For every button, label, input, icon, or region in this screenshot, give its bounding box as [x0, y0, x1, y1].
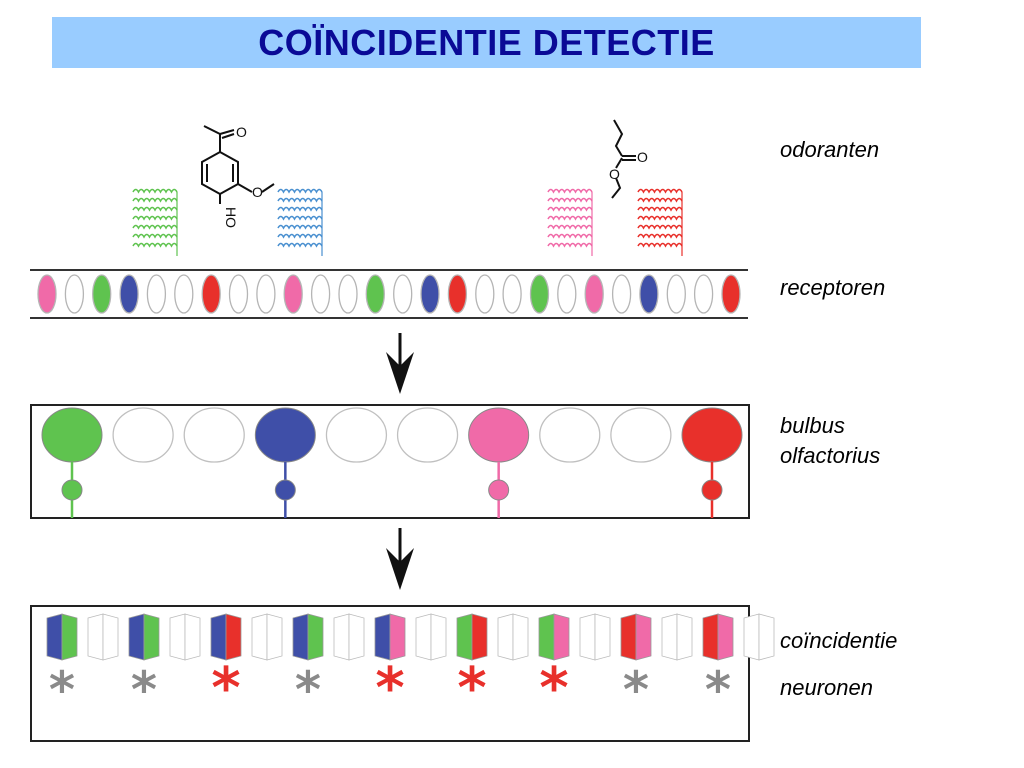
coincidence-neuron-11: [456, 613, 488, 661]
receptor-proteins: [132, 188, 683, 256]
receptor-18: [502, 274, 522, 314]
coincidence-star-2: *: [131, 661, 157, 719]
bulb-box: [30, 404, 750, 519]
coincidence-neuron-18: [743, 613, 775, 661]
receptor-3: [92, 274, 112, 314]
receptor-19: [529, 274, 550, 314]
coincidence-box: [30, 605, 750, 742]
arrow-down-2: [386, 528, 414, 590]
molecule-aromatic: [201, 125, 275, 204]
glomeruli-row: [41, 407, 743, 518]
neuron-row: * * * * * * * * *: [46, 613, 775, 721]
coincidence-neuron-17: [702, 613, 734, 661]
glomerulus-8: [539, 407, 601, 463]
coincidence-star-8: *: [623, 661, 649, 719]
title-bar: COÏNCIDENTIE DETECTIE: [52, 17, 921, 68]
coincidence-neuron-7: [292, 613, 324, 661]
page-title: COÏNCIDENTIE DETECTIE: [258, 21, 715, 63]
coincidence-neuron-10: [415, 613, 447, 661]
receptor-4: [119, 274, 139, 314]
glomerulus-7: [468, 407, 530, 518]
molecule-hydroxyl: HO: [223, 207, 239, 228]
receptor-protein-1: [132, 188, 178, 256]
receptor-row: [37, 274, 741, 314]
receptor-5: [146, 274, 167, 314]
coincidence-neuron-12: [497, 613, 529, 661]
receptor-26: [721, 274, 741, 314]
coincidence-neuron-8: [333, 613, 365, 661]
glomerulus-3: [183, 407, 245, 463]
coincidence-star-5: *: [375, 656, 404, 721]
receptor-protein-2: [277, 188, 323, 256]
molecule-oxygen-2: O: [252, 184, 263, 200]
coincidence-neuron-14: [579, 613, 611, 661]
coincidence-star-4: *: [295, 661, 321, 719]
glomerulus-6: [396, 407, 459, 463]
coincidence-star-6: *: [457, 656, 486, 721]
label-receptors: receptoren: [780, 275, 886, 300]
receptor-9: [256, 274, 276, 314]
receptor-10: [283, 274, 303, 314]
receptor-protein-4: [637, 188, 683, 256]
receptor-11: [310, 274, 331, 314]
label-bulb-line2: olfactorius: [780, 443, 881, 468]
glomerulus-4: [254, 407, 316, 518]
label-bulb-line1: bulbus: [780, 413, 845, 438]
receptor-2: [64, 274, 85, 314]
glomerulus-5: [325, 407, 388, 463]
receptor-1: [37, 274, 57, 314]
coincidence-neuron-15: [620, 613, 652, 661]
receptor-14: [393, 274, 413, 314]
arrow-down-1: [386, 333, 414, 394]
coincidence-neuron-5: [210, 613, 242, 661]
receptor-13: [365, 274, 385, 314]
glomerulus-10: [681, 407, 743, 518]
molecule-ester: [611, 119, 636, 199]
receptor-21: [584, 274, 604, 314]
receptor-protein-3: [547, 188, 593, 256]
receptor-8: [228, 274, 249, 314]
ester-oxygen-2: O: [609, 166, 620, 182]
coincidence-star-1: *: [49, 661, 75, 719]
coincidence-star-3: *: [211, 656, 240, 721]
coincidence-neuron-6: [251, 613, 283, 661]
receptor-23: [639, 274, 659, 314]
label-odorants: odoranten: [780, 137, 880, 162]
glomerulus-1: [41, 407, 103, 518]
ester-oxygen-1: O: [637, 149, 648, 165]
receptor-22: [611, 274, 632, 314]
coincidence-neuron-1: [46, 613, 78, 661]
receptor-24: [666, 274, 686, 314]
label-coincidence: coïncidentie: [780, 628, 898, 653]
receptor-7: [201, 274, 221, 314]
coincidence-neuron-3: [128, 613, 160, 661]
coincidence-star-9: *: [705, 661, 731, 719]
receptor-16: [447, 274, 468, 314]
receptor-17: [475, 274, 495, 314]
coincidence-neuron-9: [374, 613, 406, 661]
label-neurons: neuronen: [780, 675, 873, 700]
coincidence-star-7: *: [539, 656, 568, 721]
glomerulus-9: [610, 407, 672, 463]
coincidence-neuron-2: [87, 613, 119, 661]
receptor-15: [420, 274, 440, 314]
receptor-25: [693, 274, 714, 314]
coincidence-neuron-16: [661, 613, 693, 661]
receptor-6: [174, 274, 194, 314]
coincidence-neuron-13: [538, 613, 570, 661]
glomerulus-2: [112, 407, 174, 463]
receptor-20: [557, 274, 577, 314]
molecule-oxygen-1: O: [236, 124, 247, 140]
receptor-12: [338, 274, 358, 314]
coincidence-neuron-4: [169, 613, 201, 661]
